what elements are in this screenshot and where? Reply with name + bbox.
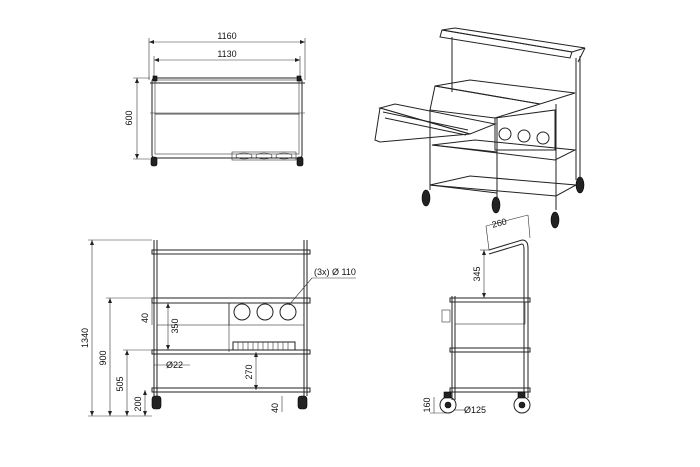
dim-tube-diameter: Ø22 — [166, 360, 183, 370]
dim-drawer-depth: 350 — [170, 318, 180, 333]
dim-middle-height: 505 — [115, 376, 125, 391]
dim-drawer-height: 40 — [140, 313, 150, 323]
dim-overall-width: 1160 — [217, 31, 236, 41]
side-view-body — [439, 239, 531, 414]
dim-shelf-width: 260 — [491, 216, 508, 229]
dim-holes-label: (3x) Ø 110 — [314, 267, 356, 277]
front-view: 1340 900 505 200 40 350 Ø22 (3x) Ø 110 2… — [80, 239, 356, 417]
front-view-body — [151, 240, 311, 410]
dim-gap-height: 270 — [244, 364, 254, 379]
dim-shelf-height: 900 — [98, 350, 108, 365]
dim-wheel-height: 160 — [422, 397, 432, 412]
top-view: 1160 1130 600 — [124, 31, 306, 167]
dim-inner-width: 1130 — [217, 49, 236, 59]
top-view-body — [150, 75, 305, 167]
dim-depth: 600 — [124, 110, 134, 125]
dim-handle-height: 345 — [472, 266, 482, 281]
iso-view — [374, 27, 586, 229]
dim-overall-height: 1340 — [80, 328, 90, 348]
front-dim-lines — [88, 239, 356, 417]
side-view: 260 345 Ø125 160 — [422, 214, 531, 415]
dim-bottom-height: 200 — [133, 396, 143, 411]
dim-wheel-diameter: Ø125 — [464, 405, 486, 415]
dim-foot-height: 40 — [270, 403, 280, 413]
top-dim-lines — [133, 38, 306, 160]
side-dim-lines — [430, 214, 531, 414]
